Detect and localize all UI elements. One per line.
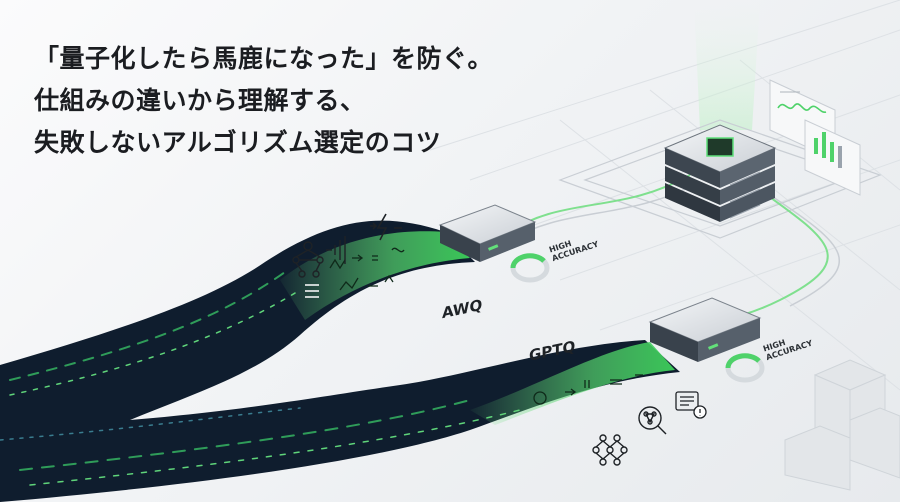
awq-flow bbox=[280, 231, 470, 320]
headline-line-3: 失敗しないアルゴリズム選定のコツ bbox=[34, 128, 442, 157]
neural-network-icon bbox=[292, 241, 324, 278]
awq-device bbox=[438, 204, 537, 262]
headline-line-2: 仕組みの違いから理解する、 bbox=[34, 86, 366, 115]
bar-chart-icon bbox=[804, 119, 861, 196]
data-stream bbox=[0, 271, 521, 486]
main-server bbox=[663, 124, 777, 222]
data-road bbox=[0, 220, 680, 502]
page-title: 「量子化したら馬鹿になった」を防ぐ。 仕組みの違いから理解する、 失敗しないアル… bbox=[34, 38, 493, 164]
gptq-accuracy-ring bbox=[725, 353, 765, 383]
neural-network-icon-2 bbox=[592, 434, 628, 466]
sound-wave-icon bbox=[326, 236, 346, 264]
gptq-flow bbox=[470, 342, 675, 425]
lightning-icon bbox=[370, 213, 402, 241]
log-alert-icon bbox=[675, 391, 707, 419]
light-beam bbox=[694, 0, 760, 130]
list-icon bbox=[305, 284, 319, 298]
datacenter-racks bbox=[784, 359, 900, 491]
search-network-icon bbox=[638, 406, 667, 435]
gptq-device bbox=[648, 297, 762, 362]
background-grid bbox=[429, 0, 900, 391]
headline-line-1: 「量子化したら馬鹿になった」を防ぐ。 bbox=[34, 44, 494, 73]
flow-glyphs bbox=[329, 247, 643, 405]
awq-accuracy-ring bbox=[510, 253, 550, 283]
